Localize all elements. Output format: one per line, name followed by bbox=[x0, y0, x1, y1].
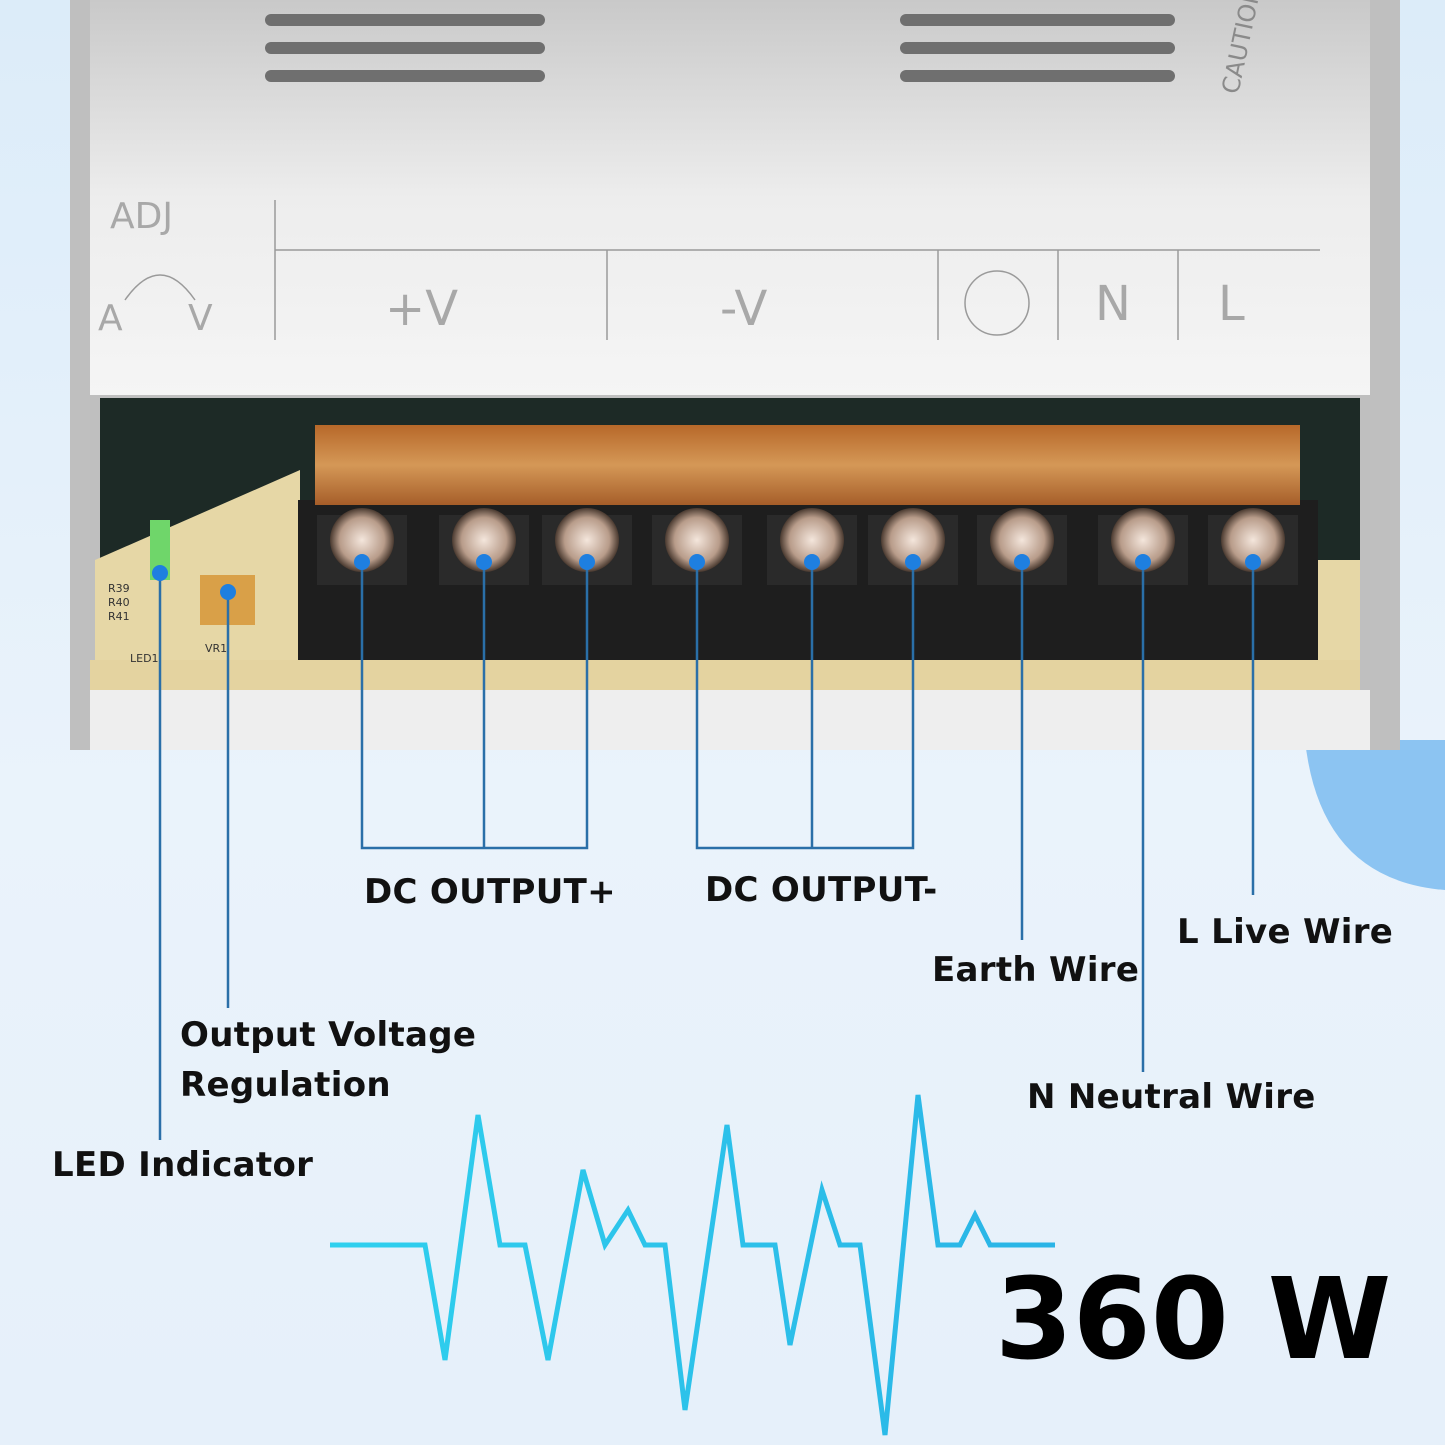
pcb-label: VR1 bbox=[205, 642, 227, 655]
marker-dot bbox=[354, 554, 370, 570]
marker-dot bbox=[1245, 554, 1261, 570]
marker-dot bbox=[689, 554, 705, 570]
pcb-edge bbox=[90, 660, 1360, 690]
terminal-screws bbox=[317, 508, 1298, 585]
terminal-cover bbox=[315, 425, 1300, 505]
marker-dot bbox=[476, 554, 492, 570]
label-earth-wire: Earth Wire bbox=[932, 950, 1140, 990]
embossed-minus-v: -V bbox=[720, 281, 768, 337]
embossed-l: L bbox=[1218, 276, 1245, 332]
label-neutral-wire: N Neutral Wire bbox=[1027, 1077, 1316, 1117]
pcb-label: LED1 bbox=[130, 652, 159, 665]
label-live-wire: L Live Wire bbox=[1177, 912, 1394, 952]
terminal-screw bbox=[1111, 508, 1175, 572]
label-dc-output-plus: DC OUTPUT+ bbox=[364, 872, 616, 912]
pcb-label: R39 bbox=[108, 582, 130, 595]
embossed-lines bbox=[124, 200, 1320, 340]
top-cover bbox=[90, 0, 1370, 395]
background-shape bbox=[1305, 740, 1445, 890]
marker-dot bbox=[905, 554, 921, 570]
terminal-screw bbox=[881, 508, 945, 572]
adjust-arc-icon bbox=[124, 274, 196, 301]
ground-symbol-icon bbox=[964, 270, 1030, 336]
label-dc-output-minus: DC OUTPUT- bbox=[705, 870, 938, 910]
embossed-adj: ADJ bbox=[110, 196, 173, 237]
embossed-n: N bbox=[1095, 276, 1131, 332]
leader-dc-plus bbox=[360, 562, 589, 850]
pcb bbox=[95, 470, 300, 690]
terminal-screw bbox=[1221, 508, 1285, 572]
terminal-screw bbox=[330, 508, 394, 572]
marker-dot bbox=[220, 584, 236, 600]
terminal-screw bbox=[990, 508, 1054, 572]
pcb-label: R40 bbox=[108, 596, 130, 609]
label-regulation: Regulation bbox=[180, 1065, 391, 1105]
marker-dot bbox=[579, 554, 595, 570]
label-led-indicator: LED Indicator bbox=[52, 1145, 314, 1185]
power-rating: 360 W bbox=[995, 1255, 1392, 1385]
marker-dot bbox=[152, 565, 168, 581]
marker-dot bbox=[804, 554, 820, 570]
leader-lines bbox=[158, 562, 1255, 1140]
marker-dots bbox=[152, 554, 1261, 600]
terminal-screw bbox=[452, 508, 516, 572]
embossed-a: A bbox=[98, 298, 123, 339]
embossed-plus-v: +V bbox=[385, 281, 458, 337]
vents bbox=[265, 14, 1175, 82]
leader-dc-minus bbox=[695, 562, 915, 850]
bottom-panel bbox=[90, 690, 1370, 750]
led bbox=[150, 520, 170, 580]
marker-dot bbox=[1135, 554, 1151, 570]
terminal-screw bbox=[555, 508, 619, 572]
embossed-v: V bbox=[188, 298, 213, 339]
label-output-voltage: Output Voltage bbox=[180, 1015, 477, 1055]
terminal-screw bbox=[665, 508, 729, 572]
waveform bbox=[330, 1094, 1055, 1436]
marker-dot bbox=[1014, 554, 1030, 570]
terminal-screw bbox=[780, 508, 844, 572]
pcb-label: R41 bbox=[108, 610, 130, 623]
